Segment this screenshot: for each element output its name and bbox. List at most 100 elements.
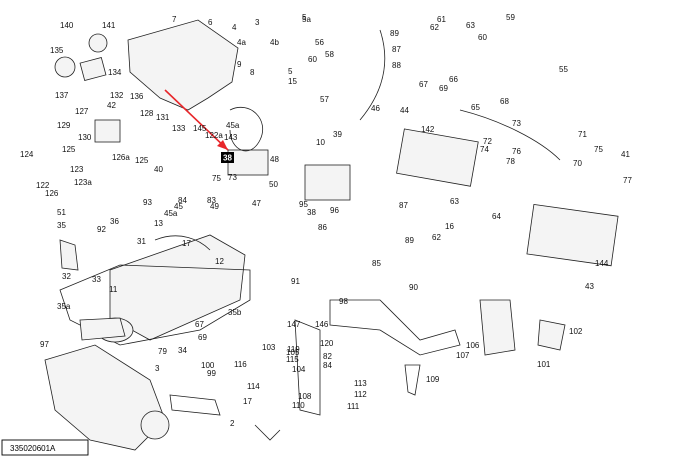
callout-label: 31 [137,237,146,246]
callout-label: 67 [419,80,428,89]
drawing-reference: 335020601A [1,439,89,456]
callout-label: 126 [45,189,59,198]
callout-label: 140 [60,21,74,30]
callout-label: 135 [50,46,64,55]
callout-label: 33 [92,275,101,284]
callout-label: 89 [405,236,414,245]
callout-label: 75 [594,145,603,154]
callout-label: 48 [270,155,279,164]
callout-label: 87 [392,45,401,54]
callout-label: 36 [110,217,119,226]
callout-label: 98 [339,297,348,306]
callout-label: 49 [210,202,219,211]
callout-label: 144 [595,259,609,268]
callout-label: 83 [207,196,216,205]
callout-label: 106 [466,341,480,350]
callout-label: 101 [537,360,551,369]
callout-label: 32 [62,272,71,281]
callout-label: 142 [421,125,435,134]
callout-label: 47 [252,199,261,208]
callout-label: 87 [399,201,408,210]
callout-label: 4 [232,23,237,32]
callout-label: 84 [323,361,332,370]
callout-label: 64 [492,212,501,221]
callout-label: 74 [480,145,489,154]
callout-label: 2 [230,419,235,428]
callout-label: 51 [57,208,66,217]
callout-label: 6 [208,18,213,27]
callout-label: 96 [330,206,339,215]
callout-label: 89 [390,29,399,38]
callout-label: 62 [432,233,441,242]
callout-label: 35a [57,302,71,311]
callout-label: 44 [400,106,409,115]
callout-label: 15 [288,77,297,86]
callout-label: 41 [621,150,630,159]
callout-label: 82 [323,352,332,361]
callout-label: 103 [262,343,276,352]
callout-label: 61 [437,15,446,24]
callout-label: 45a [164,209,178,218]
callout-label: 78 [506,157,515,166]
callout-label: 116 [234,360,247,369]
callout-label: 7 [172,15,177,24]
callout-label: 42 [107,101,116,110]
callout-label: 59 [506,13,515,22]
callout-label: 114 [247,382,260,391]
highlight-arrow [164,89,229,151]
callout-label: 10 [316,138,325,147]
callout-label: 125 [62,145,76,154]
callout-label: 137 [55,91,69,100]
callout-label: 105 [286,348,300,357]
highlight-label-text: 38 [223,154,232,163]
callout-label: 123 [70,165,84,174]
callout-label: 4b [270,38,279,47]
callout-label: 90 [409,283,418,292]
callout-label: 73 [512,119,521,128]
callout-label: 70 [573,159,582,168]
callout-label: 115 [286,355,299,364]
callout-label: 99 [207,369,216,378]
callout-label: 130 [78,133,92,142]
callout-label: 110 [292,401,305,410]
callout-label: 128 [140,109,154,118]
callout-label: 85 [372,259,381,268]
callout-label: 72 [483,137,492,146]
callout-label: 65 [471,103,480,112]
callout-label: 124 [20,150,34,159]
callout-label: 71 [578,130,587,139]
callout-label: 77 [623,176,632,185]
callout-label: 60 [308,55,317,64]
callout-label: 104 [292,365,306,374]
callout-label: 5a [302,15,311,24]
callout-label: 113 [354,379,367,388]
callout-label: 119 [287,345,300,354]
callout-label: 63 [466,21,475,30]
callout-label: 40 [154,165,163,174]
callout-label: 45a [226,121,240,130]
callout-label: 79 [158,347,167,356]
callout-label: 5 [302,13,307,22]
callout-label: 62 [430,23,439,32]
callout-label: 107 [456,351,470,360]
callout-label: 13 [154,219,163,228]
callout-label: 127 [75,107,89,116]
callout-label: 132 [110,91,124,100]
callout-label: 43 [585,282,594,291]
callout-label: 69 [198,333,207,342]
callout-label: 17 [243,397,252,406]
callout-label: 86 [318,223,327,232]
callout-label: 12 [215,257,224,266]
callout-label: 3 [155,364,160,373]
drawing-reference-text: 335020601A [10,444,56,453]
callout-label: 147 [287,320,301,329]
callout-label: 141 [102,21,116,30]
callout-label: 56 [315,38,324,47]
callout-label: 112 [354,390,367,399]
callout-label: 95 [299,200,308,209]
callout-label: 5 [288,67,293,76]
callout-label: 76 [512,147,521,156]
callout-label: 93 [143,198,152,207]
callout-label: 11 [109,285,118,294]
